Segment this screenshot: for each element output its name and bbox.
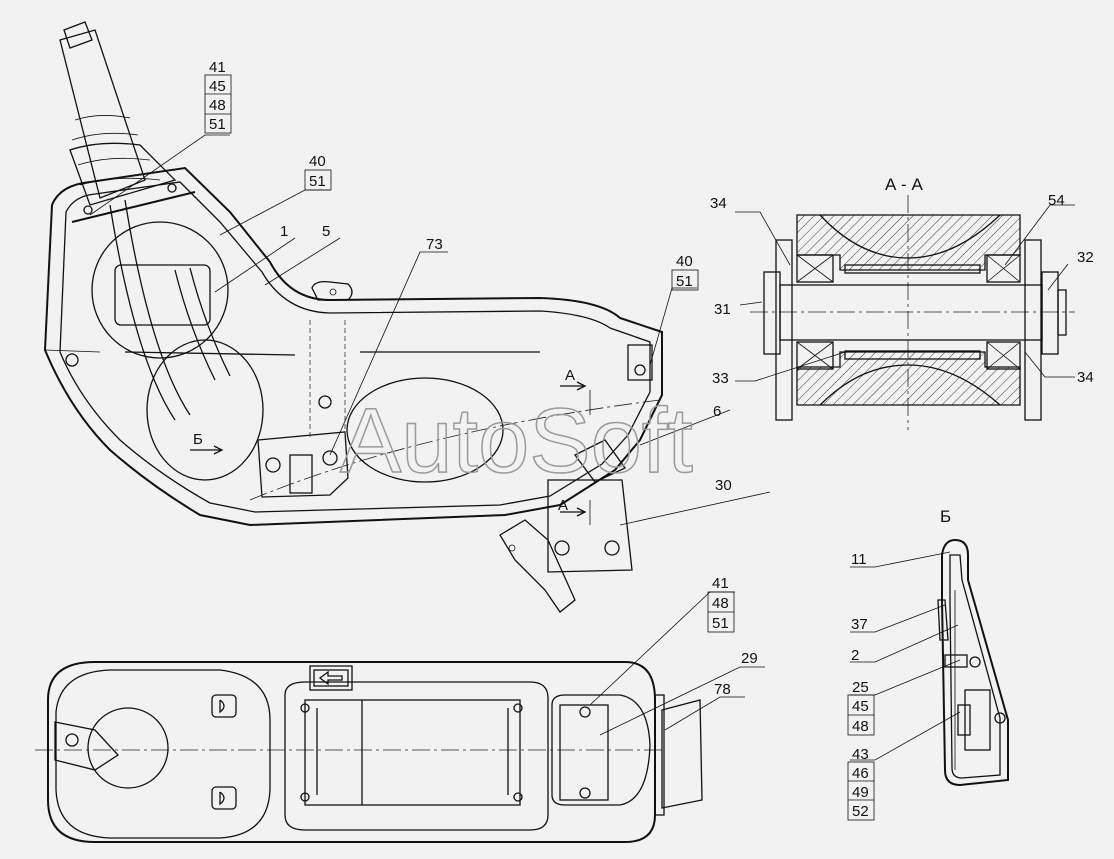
- stack-label: 41: [209, 59, 226, 76]
- callout-labels: 1 5 6 73 30 31 32 33 34 34 54 29 78 11 3…: [280, 192, 1094, 698]
- stack-mid-right: 40 51: [676, 253, 693, 290]
- callout-34-bottom: 34: [1077, 369, 1094, 386]
- callout-78: 78: [714, 681, 731, 698]
- callout-37: 37: [851, 616, 868, 633]
- callout-32: 32: [1077, 249, 1094, 266]
- stack-label: 51: [309, 173, 326, 190]
- callout-34-top: 34: [710, 195, 727, 212]
- stack-label: 45: [209, 78, 226, 95]
- section-aa-title: А - А: [885, 175, 923, 194]
- callout-30: 30: [715, 477, 732, 494]
- main-side-view: [43, 21, 663, 613]
- stack-label: 25: [852, 679, 869, 696]
- stack-top-left: 41 45 48 51: [209, 59, 226, 133]
- stack-mid-left: 40 51: [309, 153, 326, 190]
- callout-33: 33: [712, 370, 729, 387]
- stack-label: 48: [852, 718, 869, 735]
- callout-54: 54: [1048, 192, 1065, 209]
- stack-label: 52: [852, 803, 869, 820]
- leader-lines: [89, 74, 1075, 821]
- callout-29: 29: [741, 650, 758, 667]
- stack-label: 51: [676, 273, 693, 290]
- section-aa-view: [750, 195, 1075, 430]
- callout-73: 73: [426, 236, 443, 253]
- cut-a-lower-label: А: [558, 497, 568, 514]
- stack-label: 49: [852, 784, 869, 801]
- top-view: [35, 661, 703, 843]
- stack-label: 43: [852, 746, 869, 763]
- cut-b-label: Б: [193, 431, 203, 448]
- stack-label: 41: [712, 575, 729, 592]
- stack-label: 45: [852, 698, 869, 715]
- stack-label: 40: [309, 153, 326, 170]
- stack-bottom: 41 48 51: [712, 575, 729, 632]
- stack-label: 48: [209, 97, 226, 114]
- stack-label: 48: [712, 595, 729, 612]
- callout-11: 11: [851, 551, 867, 568]
- stack-view-b-25: 25 45 48: [852, 679, 869, 735]
- stack-label: 46: [852, 765, 869, 782]
- stack-view-b-43: 43 46 49 52: [852, 746, 869, 820]
- callout-31: 31: [714, 301, 731, 318]
- callout-6: 6: [713, 403, 721, 420]
- callout-1: 1: [280, 223, 288, 240]
- callout-5: 5: [322, 223, 330, 240]
- view-b-title: Б: [940, 507, 951, 526]
- stack-label: 51: [209, 116, 226, 133]
- stack-label: 51: [712, 615, 729, 632]
- watermark: AutoSoft: [340, 390, 693, 492]
- stack-label: 40: [676, 253, 693, 270]
- view-b: [937, 538, 1009, 787]
- callout-2: 2: [851, 647, 859, 664]
- cut-a-upper-label: А: [565, 367, 575, 384]
